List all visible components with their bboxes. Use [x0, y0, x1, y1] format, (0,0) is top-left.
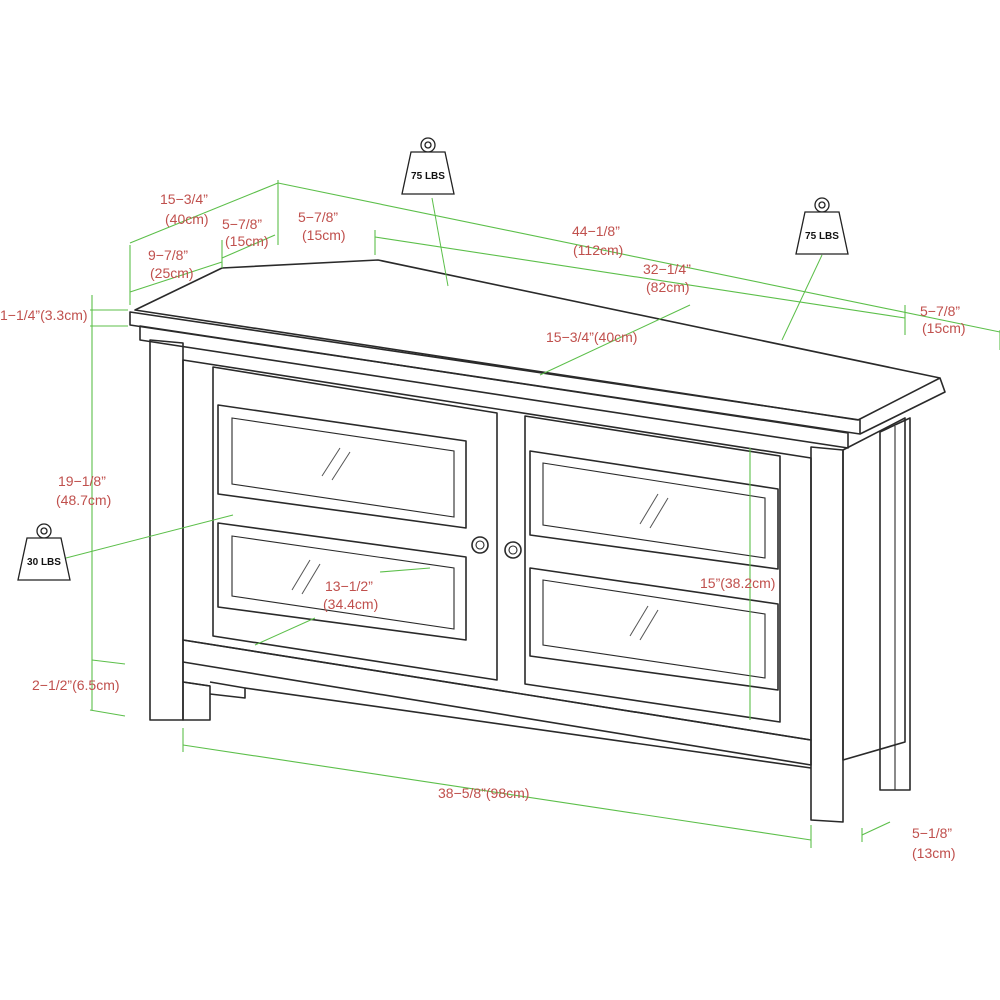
label-back-width-cm: (82cm) — [646, 279, 690, 295]
dimension-lines — [65, 180, 1000, 848]
weight-label-shelf: 30 LBS — [27, 557, 61, 568]
door-knob-left — [471, 536, 489, 554]
weight-label-top-right: 75 LBS — [805, 231, 839, 242]
weight-label-top-left: 75 LBS — [411, 171, 445, 182]
right-front-leg — [810, 446, 844, 823]
tabletop-surface — [134, 259, 941, 421]
label-side-depth: 15−3/4” — [160, 191, 208, 207]
left-foot — [182, 681, 211, 721]
right-back-leg — [879, 417, 911, 791]
left-door-upper-panel — [217, 404, 467, 529]
label-height-cm: (48.7cm) — [56, 492, 111, 508]
apron-notch — [209, 681, 246, 699]
label-back-depth-cm: (25cm) — [150, 265, 194, 281]
label-shelf-width: 13−1/2” — [325, 578, 373, 594]
label-height: 19−1/8” — [58, 473, 106, 489]
label-back-depth: 9−7/8” — [148, 247, 188, 263]
left-door-lower-panel — [217, 522, 467, 641]
top-molding — [139, 325, 849, 449]
label-inner-depth: 15−3/4”(40cm) — [546, 329, 637, 345]
label-shelf-width-cm: (34.4cm) — [323, 596, 378, 612]
right-door-upper-panel — [529, 450, 779, 570]
left-door — [212, 366, 498, 681]
weight-icon: 75 LBS — [795, 197, 849, 255]
label-side-depth-cm: (40cm) — [165, 211, 209, 227]
tabletop-front-edge — [129, 311, 861, 435]
glass-reflections — [291, 447, 669, 641]
label-corner-b-cm: (15cm) — [302, 227, 346, 243]
label-top-width: 44−1/8” — [572, 223, 620, 239]
label-leg-depth: 5−1/8” — [912, 825, 952, 841]
right-door-lower-panel — [529, 567, 779, 691]
label-base-width: 38−5/8”(98cm) — [438, 785, 529, 801]
label-corner-right: 5−7/8” — [920, 303, 960, 319]
label-corner-b: 5−7/8” — [298, 209, 338, 225]
right-door — [524, 415, 781, 723]
door-knob-right — [504, 541, 522, 559]
label-inner-height: 15”(38.2cm) — [700, 575, 775, 591]
label-corner-right-cm: (15cm) — [922, 320, 966, 336]
label-top-width-cm: (112cm) — [573, 242, 623, 258]
cabinet-frame — [182, 359, 812, 741]
left-leg — [149, 339, 184, 721]
weight-icon: 30 LBS — [17, 523, 71, 581]
tabletop-right-edge — [859, 377, 946, 435]
tv-stand-drawing — [129, 259, 946, 823]
label-leg-depth-cm: (13cm) — [912, 845, 956, 861]
label-clearance: 2−1/2”(6.5cm) — [32, 677, 120, 693]
label-corner-a-cm: (15cm) — [225, 233, 269, 249]
weight-icon: 75 LBS — [401, 137, 455, 195]
label-back-width: 32−1/4” — [643, 261, 691, 277]
right-side-panel — [842, 417, 906, 761]
label-corner-a: 5−7/8” — [222, 216, 262, 232]
dimension-labels: 15−3/4” (40cm) 5−7/8” (15cm) 5−7/8” (15c… — [0, 191, 966, 861]
label-top-thickness: 1−1/4”(3.3cm) — [0, 307, 88, 323]
